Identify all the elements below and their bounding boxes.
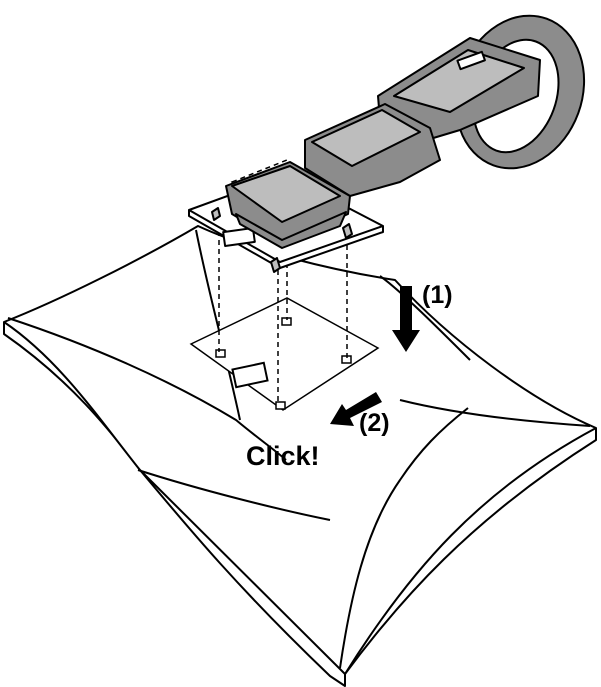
stand-foot-top — [231, 165, 341, 223]
base-rear-edge — [379, 275, 471, 361]
stand-arm-top-highlight — [393, 49, 525, 113]
step-arrows — [330, 286, 420, 426]
step-2-label: (2) — [359, 409, 390, 437]
mount-outline — [189, 297, 380, 411]
stand-base — [3, 225, 597, 687]
mount-hole-left — [215, 349, 226, 358]
click-label: Click! — [246, 441, 320, 471]
arrow-diagonal — [330, 392, 382, 426]
plate-hook-left — [211, 207, 221, 221]
base-crease-back — [195, 229, 241, 421]
base-crease-right — [399, 399, 591, 427]
base-crease-front-left — [137, 469, 331, 521]
stand-foot-bottom — [235, 211, 347, 249]
step-1-label: (1) — [422, 281, 453, 309]
plate-slot — [222, 226, 256, 248]
plate-hook-front — [270, 257, 281, 273]
stand-arm-slot — [456, 50, 486, 71]
arrow-down — [392, 286, 420, 352]
base-crease-front — [339, 407, 469, 669]
plate-hook-right — [342, 223, 353, 239]
mount-slot — [231, 361, 269, 389]
base-crease-left — [7, 317, 287, 461]
mount-hole-front — [275, 401, 286, 410]
stand-arm-mid-highlight — [311, 109, 421, 167]
base-mount-area — [189, 297, 380, 411]
stand-column — [225, 14, 586, 249]
